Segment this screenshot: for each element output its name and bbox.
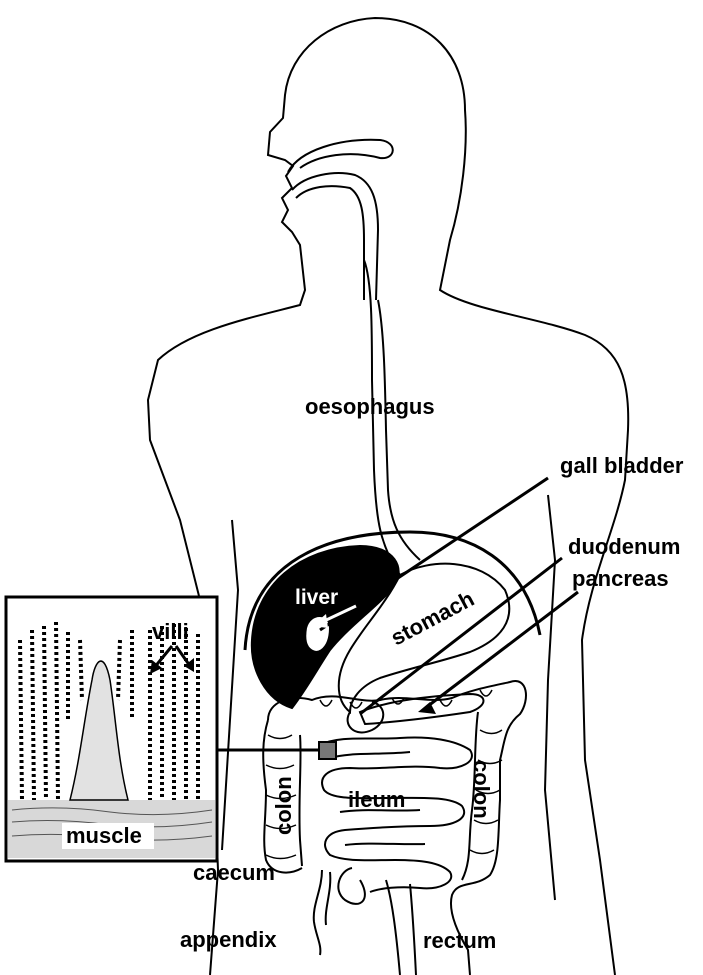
- rectum-organ: [386, 880, 416, 975]
- torso-right-line: [545, 495, 555, 900]
- appendix-organ: [314, 870, 331, 955]
- label-colon-right: colon: [469, 760, 494, 819]
- oesophagus-tube-right: [378, 300, 420, 560]
- label-rectum: rectum: [423, 928, 496, 953]
- label-muscle: muscle: [66, 823, 142, 848]
- label-colon-left: colon: [271, 776, 296, 835]
- label-pancreas: pancreas: [572, 566, 669, 591]
- ileum-coils: [320, 738, 472, 904]
- mouth-cavity-inner: [296, 186, 364, 300]
- label-villi: villi: [152, 619, 189, 644]
- label-appendix: appendix: [180, 927, 277, 952]
- label-caecum: caecum: [193, 860, 275, 885]
- label-liver: liver: [295, 586, 338, 609]
- label-ileum: ileum: [348, 787, 405, 812]
- intestine-sample-square: [319, 742, 336, 759]
- label-duodenum: duodenum: [568, 534, 680, 559]
- nasal-cavity: [288, 140, 393, 172]
- label-gall-bladder: gall bladder: [560, 453, 684, 478]
- label-oesophagus: oesophagus: [305, 394, 435, 419]
- torso-left-line: [222, 520, 238, 850]
